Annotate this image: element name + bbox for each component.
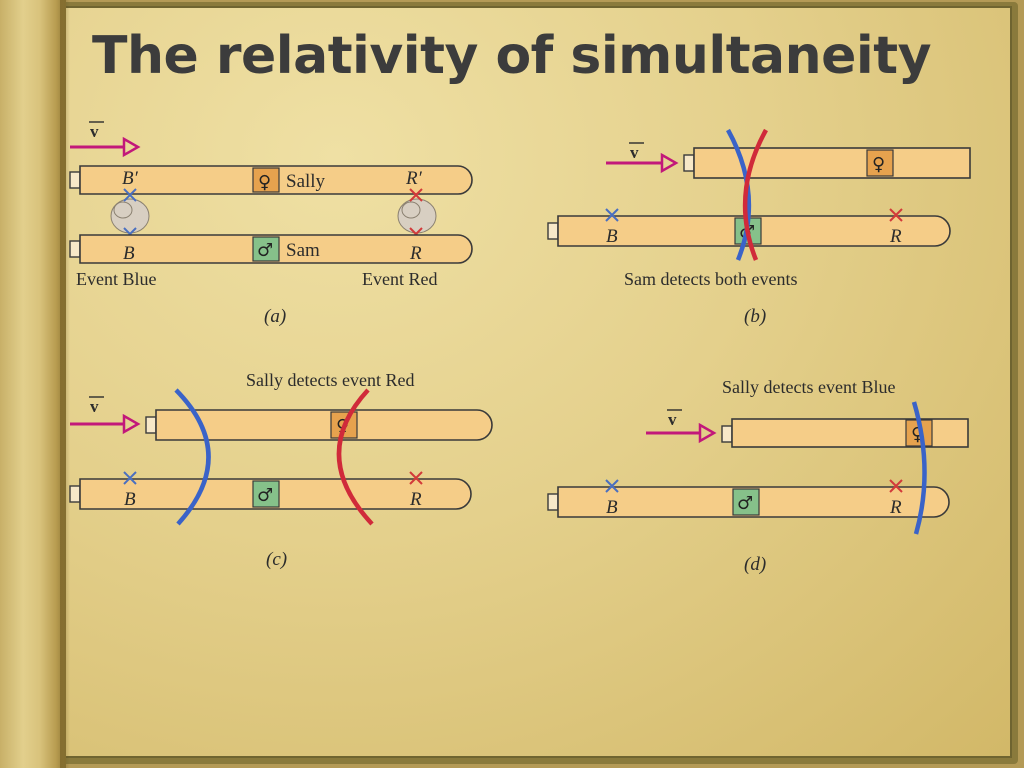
sam-box bbox=[732, 488, 760, 516]
slide-title: The relativity of simultaneity bbox=[92, 26, 932, 86]
mark-r-prime bbox=[409, 188, 423, 202]
book-spine bbox=[0, 0, 66, 768]
letter-b: B bbox=[124, 489, 136, 510]
velocity-arrowhead bbox=[122, 136, 141, 158]
sam-box bbox=[252, 480, 280, 508]
male-symbol: ♂ bbox=[737, 493, 753, 514]
ship-nozzle bbox=[721, 425, 733, 443]
velocity-arrowhead bbox=[660, 152, 679, 174]
sam-label: Sam bbox=[286, 240, 320, 261]
ship-nozzle bbox=[547, 222, 559, 240]
mark-b-prime bbox=[123, 188, 137, 202]
velocity-label-c: v bbox=[90, 397, 99, 416]
ship-nozzle bbox=[69, 240, 81, 258]
ship-nozzle bbox=[69, 485, 81, 503]
event-red-label: Event Red bbox=[362, 269, 437, 289]
sally-box bbox=[866, 149, 894, 177]
red-wavefront bbox=[336, 388, 374, 526]
velocity-arrowhead bbox=[698, 422, 717, 444]
mark-r bbox=[409, 471, 423, 485]
male-symbol: ♂ bbox=[257, 240, 273, 261]
velocity-label-b: v bbox=[630, 143, 639, 162]
female-symbol: ♀ bbox=[872, 154, 885, 175]
blue-wavefront bbox=[726, 128, 752, 261]
mark-r bbox=[889, 479, 903, 493]
letter-b-prime: B′ bbox=[122, 168, 139, 189]
blue-wavefront bbox=[911, 401, 927, 535]
letter-b: B bbox=[606, 226, 618, 247]
sally-ship bbox=[693, 147, 971, 179]
caption-c: (c) bbox=[266, 549, 287, 570]
mark-b bbox=[123, 471, 137, 485]
blue-wavefront bbox=[174, 388, 211, 526]
letter-b: B bbox=[606, 497, 618, 518]
explosion-red bbox=[397, 198, 437, 234]
caption-a: (a) bbox=[264, 306, 286, 327]
mark-b bbox=[605, 479, 619, 493]
caption-b: (b) bbox=[744, 306, 766, 327]
ship-nozzle bbox=[683, 154, 695, 172]
letter-b: B bbox=[123, 243, 135, 264]
panel-d: Sally detects event Blue v ♀ ♂ B R (d) bbox=[547, 377, 969, 575]
letter-r: R bbox=[889, 497, 902, 518]
red-wavefront bbox=[742, 128, 768, 261]
sam-box bbox=[252, 236, 280, 262]
ship-nozzle bbox=[547, 493, 559, 511]
caption-d: (d) bbox=[744, 554, 766, 575]
sally-label: Sally bbox=[286, 171, 326, 192]
letter-r: R bbox=[889, 226, 902, 247]
letter-r: R bbox=[409, 243, 422, 264]
panel-b: v ♀ ♂ B R Sam detects both events (b) bbox=[547, 128, 971, 327]
mark-b bbox=[605, 208, 619, 222]
sally-ship bbox=[155, 409, 493, 441]
ship-nozzle bbox=[69, 171, 81, 189]
panel-c-note: Sally detects event Red bbox=[246, 370, 414, 390]
panel-a: v ♀ Sally B′ R′ bbox=[69, 121, 473, 327]
velocity-label-a: v bbox=[90, 122, 99, 141]
spine-shadow bbox=[60, 0, 70, 768]
female-symbol: ♀ bbox=[258, 172, 271, 193]
velocity-label-d: v bbox=[668, 410, 677, 429]
panel-b-note: Sam detects both events bbox=[624, 269, 797, 289]
explosion-blue bbox=[110, 198, 150, 234]
ship-nozzle bbox=[145, 416, 157, 434]
mark-r bbox=[889, 208, 903, 222]
panel-d-note: Sally detects event Blue bbox=[722, 377, 895, 397]
event-blue-label: Event Blue bbox=[76, 269, 156, 289]
male-symbol: ♂ bbox=[257, 485, 273, 506]
letter-r: R bbox=[409, 489, 422, 510]
sally-box bbox=[252, 167, 280, 193]
velocity-arrowhead bbox=[122, 413, 141, 435]
letter-r-prime: R′ bbox=[405, 168, 423, 189]
book-page bbox=[46, 6, 1012, 758]
panel-c: Sally detects event Red v ♀ ♂ B R (c) bbox=[69, 370, 493, 570]
